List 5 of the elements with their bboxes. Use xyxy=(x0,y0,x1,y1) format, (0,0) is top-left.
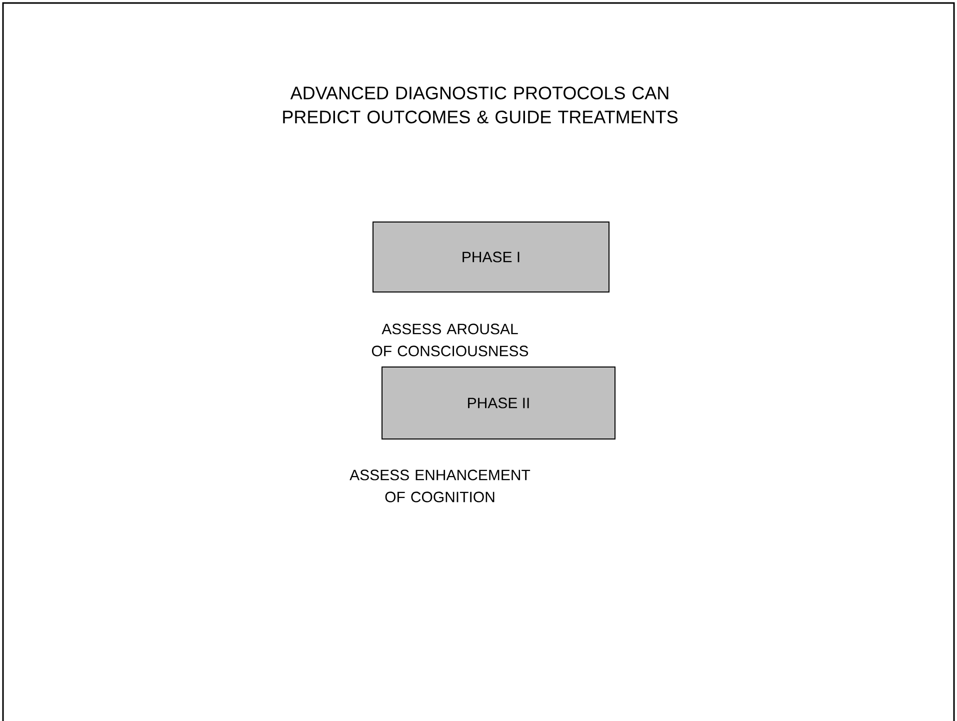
process-box: PHASE II xyxy=(382,366,616,440)
process-box: PHASE I xyxy=(372,222,610,292)
step-description: ASSESS ENHANCEMENT OF COGNITION xyxy=(350,470,530,502)
step-description: ASSESS AROUSAL OF CONSCIOUSNESS xyxy=(372,324,528,356)
title: ADVANCED DIAGNOSTIC PROTOCOLS CAN PREDICT OUTCOMES & GUIDE TREATMENTS xyxy=(283,86,678,124)
